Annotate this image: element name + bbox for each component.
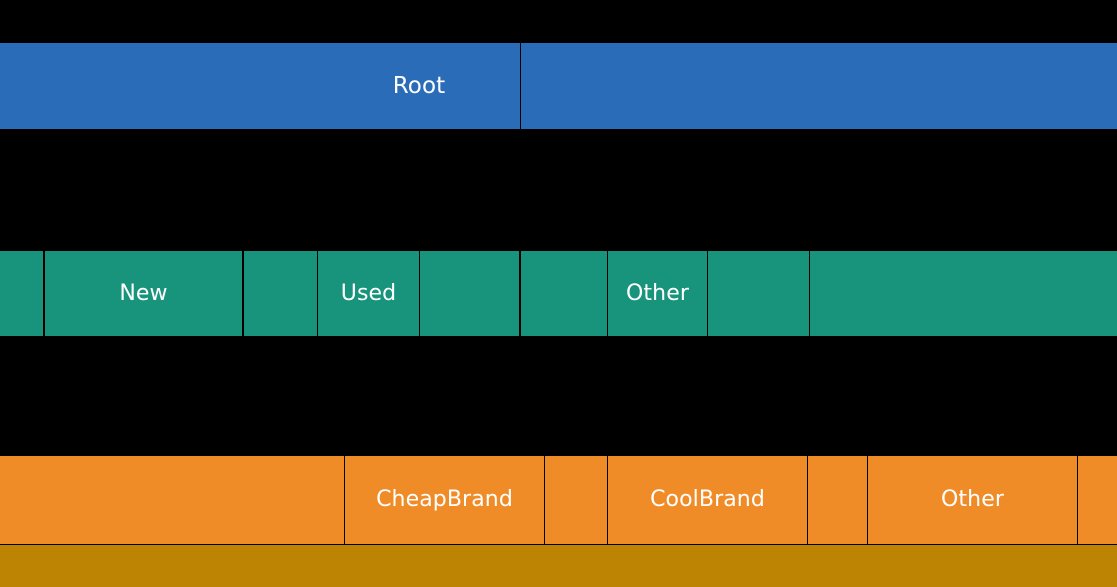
- icicle-node-category-5[interactable]: [521, 251, 607, 336]
- icicle-node-root-2[interactable]: [521, 43, 1117, 129]
- icicle-node-coolbrand[interactable]: CoolBrand: [608, 456, 807, 544]
- icicle-node-label: New: [119, 280, 168, 306]
- icicle-node-label: CheapBrand: [376, 487, 513, 512]
- icicle-node-label: Root: [392, 72, 446, 99]
- icicle-level-brand: CheapBrand CoolBrand Other: [0, 456, 1117, 544]
- icicle-node-root[interactable]: Root: [318, 43, 520, 129]
- icicle-node-new[interactable]: New: [45, 251, 242, 336]
- icicle-node-used[interactable]: Used: [318, 251, 419, 336]
- icicle-node-root-0[interactable]: [0, 43, 318, 129]
- icicle-node-brand-4[interactable]: [808, 456, 867, 544]
- icicle-node-category-7[interactable]: [708, 251, 809, 336]
- icicle-node-category-0[interactable]: [0, 251, 43, 336]
- icicle-node-other[interactable]: Other: [608, 251, 707, 336]
- icicle-node-brand-2[interactable]: [545, 456, 607, 544]
- icicle-node-label: Other: [941, 487, 1004, 512]
- icicle-level-category: New Used Other: [0, 251, 1117, 336]
- icicle-node-other[interactable]: Other: [868, 456, 1077, 544]
- icicle-node-label: CoolBrand: [650, 487, 765, 512]
- icicle-node-brand-0[interactable]: [0, 456, 344, 544]
- icicle-node-label: Other: [626, 280, 689, 306]
- icicle-level-root: Root: [0, 43, 1117, 129]
- icicle-node-cheapbrand[interactable]: CheapBrand: [345, 456, 544, 544]
- icicle-level-leaf: [0, 545, 1117, 587]
- icicle-node-brand-6[interactable]: [1078, 456, 1117, 544]
- icicle-node-category-8[interactable]: [810, 251, 1117, 336]
- icicle-node-leaf-0[interactable]: [0, 545, 1117, 587]
- icicle-node-category-2[interactable]: [244, 251, 317, 336]
- icicle-node-label: Used: [340, 280, 397, 306]
- icicle-node-category-4[interactable]: [420, 251, 519, 336]
